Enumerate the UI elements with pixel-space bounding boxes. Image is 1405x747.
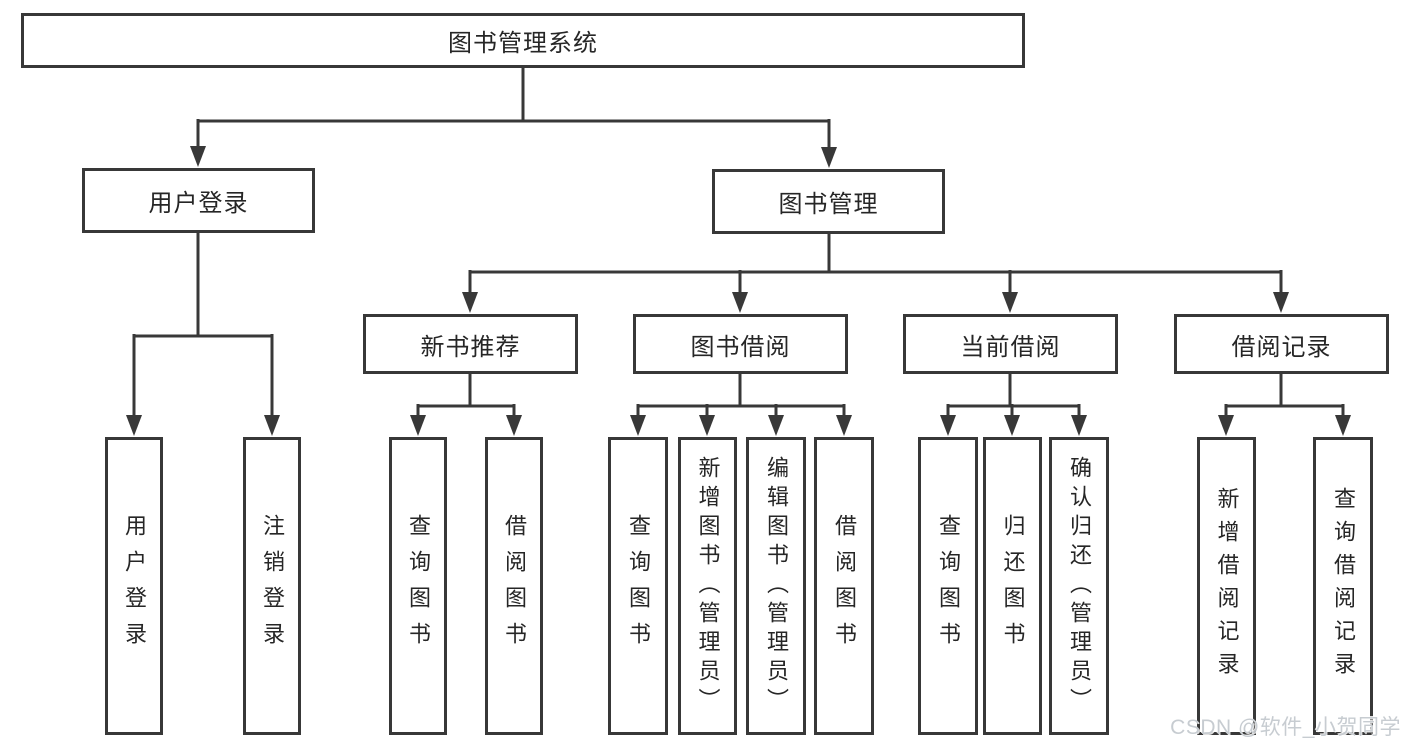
arrow-icon <box>190 146 206 167</box>
leaf-edit-books-admin: 编辑图书（管理员） <box>746 437 806 735</box>
leaf-borrowing-borrow-books-label: 借阅图书 <box>832 514 857 658</box>
leaf-add-borrowing-record-label: 新增借阅记录 <box>1214 487 1240 685</box>
node-new-book-recommendation-label: 新书推荐 <box>420 333 521 361</box>
arrow-icon <box>1218 415 1234 436</box>
arrow-icon <box>768 415 784 436</box>
leaf-confirm-return-admin-label: 确认归还（管理员） <box>1067 455 1092 717</box>
arrow-icon <box>732 292 748 313</box>
node-borrowing-records-label: 借阅记录 <box>1231 333 1332 361</box>
leaf-borrowing-query-books: 查询图书 <box>608 437 668 735</box>
leaf-borrowing-query-books-label: 查询图书 <box>626 514 651 658</box>
arrow-icon <box>1002 292 1018 313</box>
node-borrowing-records: 借阅记录 <box>1174 314 1389 374</box>
leaf-query-borrowing-record-label: 查询借阅记录 <box>1331 487 1356 685</box>
watermark: CSDN @软件_小贺同学 <box>1170 716 1401 739</box>
arrow-icon <box>126 415 142 436</box>
arrow-icon <box>836 415 852 436</box>
arrowheads <box>126 146 1351 436</box>
arrow-icon <box>1273 292 1289 313</box>
arrow-icon <box>1335 415 1351 436</box>
leaf-recommendation-borrow-books-label: 借阅图书 <box>502 514 527 658</box>
leaf-confirm-return-admin: 确认归还（管理员） <box>1049 437 1109 735</box>
leaf-recommendation-borrow-books: 借阅图书 <box>485 437 543 735</box>
node-root: 图书管理系统 <box>21 13 1025 68</box>
leaf-return-books-label: 归还图书 <box>1000 514 1026 658</box>
arrow-icon <box>1004 415 1020 436</box>
arrow-icon <box>1071 415 1087 436</box>
leaf-current-query-books: 查询图书 <box>918 437 978 735</box>
node-book-management: 图书管理 <box>712 169 945 234</box>
leaf-add-books-admin-label: 新增图书（管理员） <box>695 455 721 717</box>
node-user-login: 用户登录 <box>82 168 315 233</box>
arrow-icon <box>940 415 956 436</box>
node-current-borrowing: 当前借阅 <box>903 314 1118 374</box>
arrow-icon <box>630 415 646 436</box>
node-book-management-label: 图书管理 <box>778 191 879 218</box>
arrow-icon <box>264 415 280 436</box>
leaf-user-login: 用户登录 <box>105 437 163 735</box>
connector-lines <box>132 68 1345 415</box>
leaf-query-borrowing-record: 查询借阅记录 <box>1313 437 1373 735</box>
arrow-icon <box>821 147 837 168</box>
leaf-borrowing-borrow-books: 借阅图书 <box>814 437 874 735</box>
leaf-current-query-books-label: 查询图书 <box>936 514 961 658</box>
node-current-borrowing-label: 当前借阅 <box>960 333 1061 361</box>
arrow-icon <box>506 415 522 436</box>
leaf-return-books: 归还图书 <box>983 437 1042 735</box>
leaf-add-books-admin: 新增图书（管理员） <box>678 437 737 735</box>
leaf-edit-books-admin-label: 编辑图书（管理员） <box>764 455 789 717</box>
leaf-logout-label: 注销登录 <box>260 514 285 658</box>
arrow-icon <box>410 415 426 436</box>
arrow-icon <box>699 415 715 436</box>
leaf-recommendation-query-books-label: 查询图书 <box>406 514 431 658</box>
node-root-label: 图书管理系统 <box>448 30 598 57</box>
arrow-icon <box>462 292 478 313</box>
leaf-logout: 注销登录 <box>243 437 301 735</box>
node-new-book-recommendation: 新书推荐 <box>363 314 578 374</box>
node-user-login-label: 用户登录 <box>148 190 249 217</box>
leaf-user-login-label: 用户登录 <box>122 514 147 658</box>
node-book-borrowing: 图书借阅 <box>633 314 848 374</box>
leaf-recommendation-query-books: 查询图书 <box>389 437 447 735</box>
leaf-add-borrowing-record: 新增借阅记录 <box>1197 437 1256 735</box>
node-book-borrowing-label: 图书借阅 <box>690 333 791 361</box>
